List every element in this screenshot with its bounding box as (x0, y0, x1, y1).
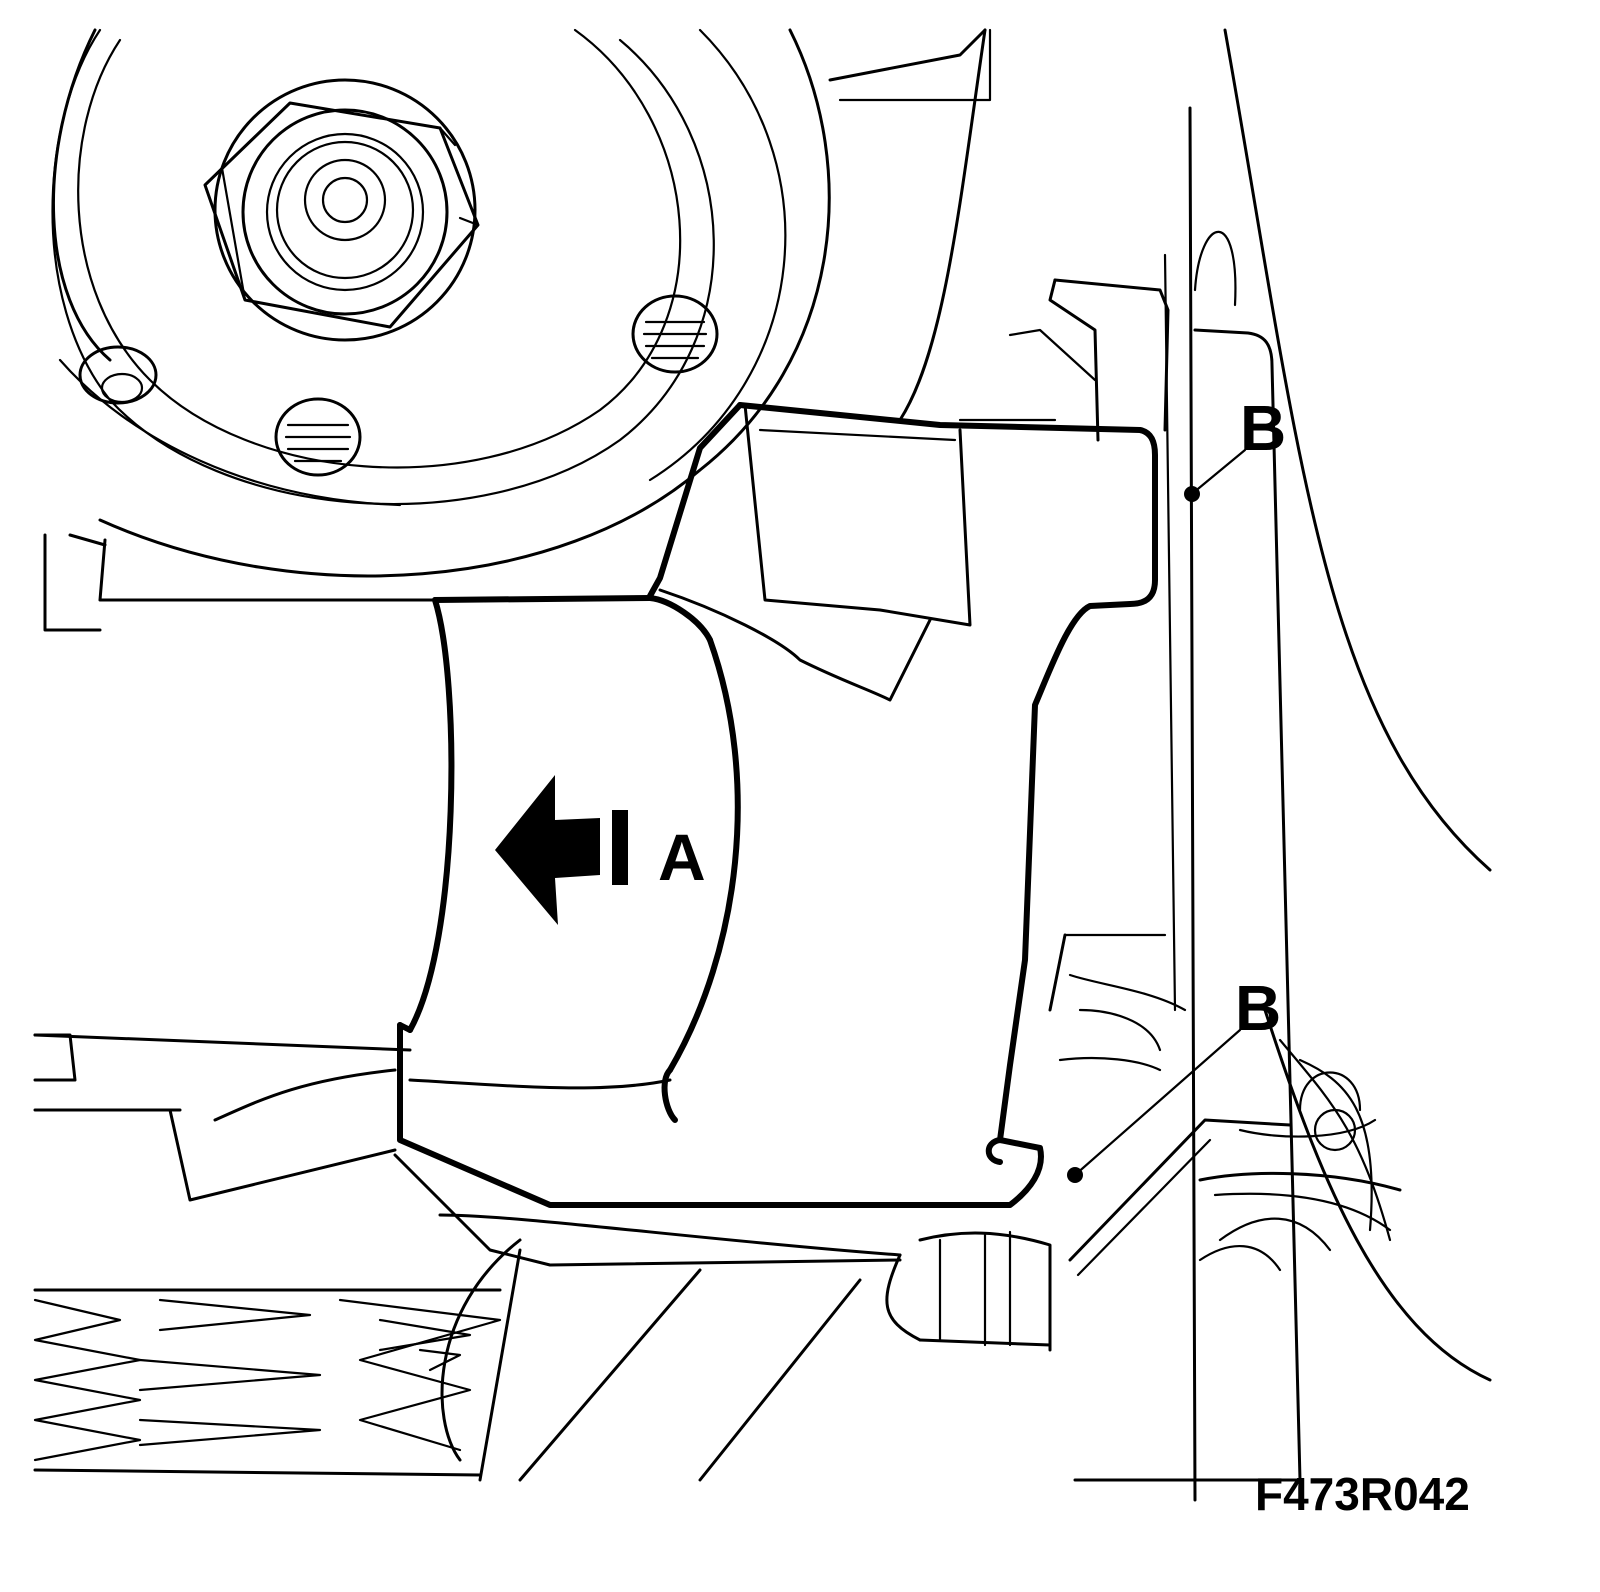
cooling-fins (33, 1288, 502, 1477)
bracket-tool (397, 402, 1158, 1208)
small-bolt-hole (78, 345, 158, 405)
bolt-hole-right (631, 294, 719, 374)
label-b-top-leader (1184, 448, 1247, 502)
pulley-hub (51, 28, 831, 578)
tape-wrap (658, 403, 972, 702)
label-b-top: B (1240, 392, 1286, 464)
label-a: A (658, 820, 706, 894)
arrow-left-icon (495, 775, 628, 925)
bolt-hole-left (274, 397, 362, 477)
left-tube (33, 533, 437, 1202)
label-b-bottom: B (1235, 972, 1281, 1044)
lower-shaft (393, 1153, 1052, 1482)
engine-frame (1073, 28, 1492, 1502)
mount-structure (828, 28, 1292, 1277)
figure-id: F473R042 (1255, 1468, 1470, 1520)
label-b-bottom-leader (1067, 1028, 1242, 1183)
sleeve-clamp (397, 595, 741, 1123)
hex-nut (203, 78, 480, 342)
